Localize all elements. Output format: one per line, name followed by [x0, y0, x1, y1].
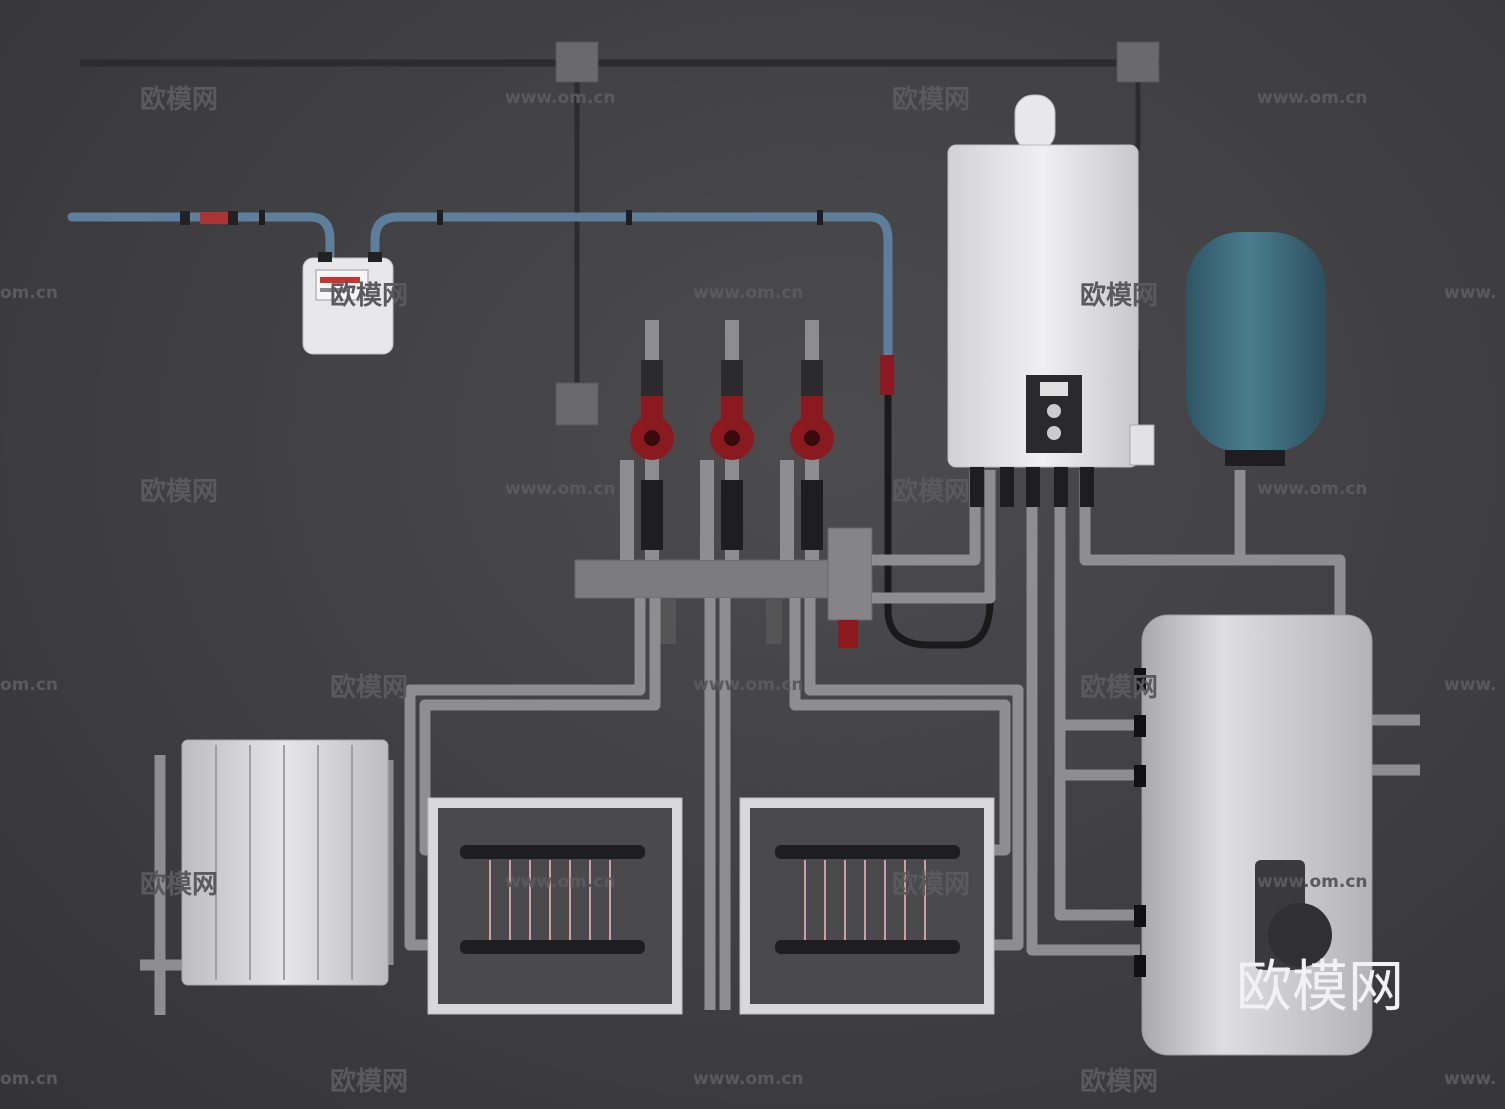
- watermark-url-partial: om.cn: [0, 675, 58, 695]
- watermark-url-partial: om.cn: [0, 283, 58, 303]
- watermark-brand: 欧模网: [140, 869, 218, 900]
- gas-pipe-clamp: [259, 210, 823, 225]
- gas-meter-icon: [302, 252, 394, 355]
- circulation-pump-icon: [620, 320, 674, 560]
- watermark-url-cut: www.: [1444, 675, 1497, 695]
- wall-boiler-icon: [947, 94, 1155, 507]
- circulation-pump-icon: [700, 320, 754, 560]
- watermark-brand: 欧模网: [1080, 280, 1158, 311]
- gas-pipe: [67, 212, 893, 365]
- hydraulic-header: [574, 527, 873, 648]
- junction-box: [555, 41, 599, 83]
- watermark-url-cut: www.: [1444, 1069, 1497, 1089]
- manifold-cabinet-left: [427, 797, 683, 1015]
- watermark-url: www.om.cn: [505, 872, 616, 892]
- water-heater-icon: [1134, 614, 1373, 1056]
- watermark-brand: 欧模网: [140, 84, 218, 115]
- watermark-url-partial: om.cn: [0, 1069, 58, 1089]
- watermark-brand: 欧模网: [1080, 1066, 1158, 1097]
- watermark-brand: 欧模网: [330, 672, 408, 703]
- manifold-cabinet-right: [739, 797, 995, 1015]
- watermark-url: www.om.cn: [1257, 479, 1368, 499]
- watermark-url: www.om.cn: [1257, 88, 1368, 108]
- gas-valve: [180, 211, 894, 395]
- watermark-url-cut: www.: [1444, 283, 1497, 303]
- watermark-url: www.om.cn: [693, 283, 804, 303]
- watermark-url: www.om.cn: [505, 479, 616, 499]
- watermark-brand: 欧模网: [140, 476, 218, 507]
- watermark-brand: 欧模网: [330, 280, 408, 311]
- junction-box: [1116, 41, 1160, 83]
- watermark-url: www.om.cn: [693, 675, 804, 695]
- flexible-gas-hose: [884, 395, 994, 649]
- logo-watermark: 欧模网: [1236, 955, 1404, 1020]
- watermark-url: www.om.cn: [1257, 872, 1368, 892]
- watermark-url: www.om.cn: [505, 88, 616, 108]
- watermark-brand: 欧模网: [1080, 672, 1158, 703]
- watermark-brand: 欧模网: [892, 869, 970, 900]
- watermark-layer: 欧模网 www.om.cn 欧模网 www.om.cn om.cn 欧模网 ww…: [0, 84, 1497, 1097]
- watermark-brand: 欧模网: [892, 476, 970, 507]
- watermark-brand: 欧模网: [330, 1066, 408, 1097]
- watermark-brand: 欧模网: [892, 84, 970, 115]
- expansion-tank-icon: [1186, 232, 1326, 466]
- radiator-icon: [181, 739, 389, 986]
- watermark-url: www.om.cn: [693, 1069, 804, 1089]
- junction-box: [555, 382, 599, 426]
- pump-groups: [620, 320, 834, 560]
- circulation-pump-icon: [780, 320, 834, 560]
